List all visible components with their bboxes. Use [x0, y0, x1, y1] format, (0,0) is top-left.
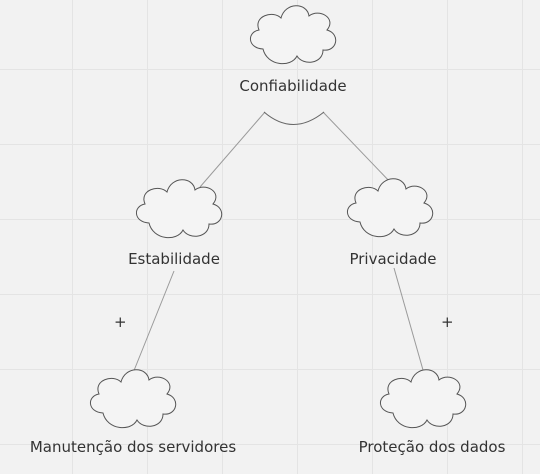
link-manutencao-to-estabilidade: [132, 270, 175, 374]
label-confiabilidade: Confiabilidade: [239, 77, 347, 95]
label-estabilidade: Estabilidade: [128, 250, 220, 268]
softgoal-cloud-manutencao[interactable]: [89, 369, 177, 429]
link-protecao-to-privacidade: [393, 267, 424, 371]
link-root-to-privacidade: [322, 111, 393, 185]
softgoal-cloud-confiabilidade[interactable]: [249, 5, 337, 65]
contribution-sign-left: +: [114, 313, 127, 331]
label-protecao-dos-dados: Proteção dos dados: [358, 438, 506, 456]
and-decomposition-arc: [263, 111, 325, 125]
contribution-sign-right: +: [441, 313, 454, 331]
link-root-to-estabilidade: [199, 111, 266, 188]
label-manutencao-dos-servidores: Manutenção dos servidores: [29, 438, 237, 456]
softgoal-cloud-estabilidade[interactable]: [135, 179, 223, 239]
label-privacidade: Privacidade: [349, 250, 437, 268]
softgoal-cloud-privacidade[interactable]: [346, 178, 434, 238]
softgoal-cloud-protecao[interactable]: [379, 369, 467, 429]
